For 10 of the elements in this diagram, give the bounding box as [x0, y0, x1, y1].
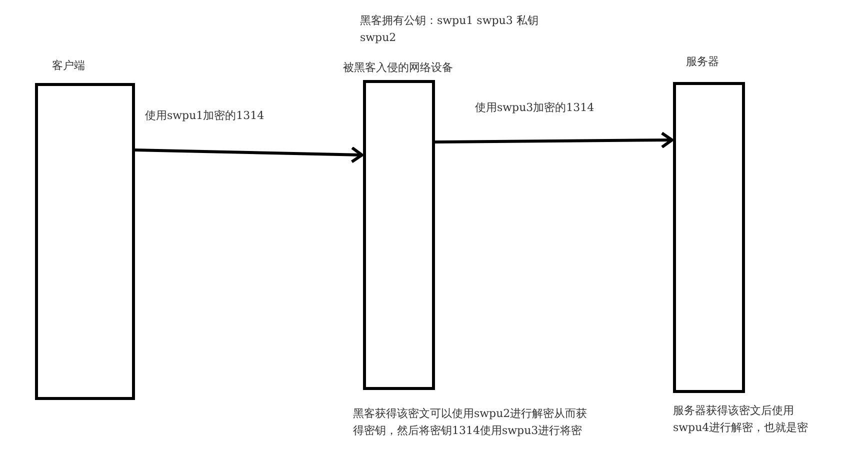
edge-label: 使用swpu1加密的1314 — [145, 108, 264, 123]
node-heading: 被黑客入侵的网络设备 — [343, 60, 453, 75]
edge-label: 使用swpu3加密的1314 — [475, 100, 594, 115]
note-text: 黑客拥有公钥：swpu1 swpu3 私钥swpu2 — [360, 13, 540, 46]
note-text: 服务器获得该密文后使用swpu4进行解密，也就是密 — [673, 403, 810, 436]
arrow — [134, 146, 364, 164]
node-heading: 客户端 — [52, 58, 85, 73]
note-text: 黑客获得该密文可以使用swpu2进行解密从而获得密钥，然后将密钥1314使用swpu3进行将密 — [353, 406, 588, 439]
arrow — [434, 132, 674, 149]
node-heading: 服务器 — [686, 54, 719, 69]
